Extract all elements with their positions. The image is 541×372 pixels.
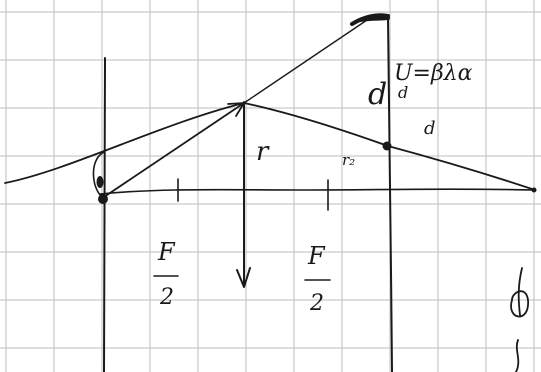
label-f-right: F [307,242,326,270]
half-height-point [382,141,392,151]
label-f-left: F [157,238,176,266]
edge-squiggle [510,267,529,372]
center-axis-arrow [236,101,251,288]
axis-origin-point [98,194,108,204]
label-d-under: d [398,83,408,102]
optical-axis [99,188,536,195]
right-vertical-line [387,17,393,372]
label-2-right: 2 [309,291,324,316]
envelope-line [4,102,536,191]
label-d-left: d [368,77,387,112]
label-r2: r₂ [342,151,355,169]
top-arrowhead [350,13,390,26]
label-2-left: 2 [159,285,174,310]
refracted-ray [243,17,371,104]
left-vertical-line [103,57,106,372]
label-d-right: d [424,118,436,139]
incident-ray [103,102,245,198]
axis-end-point [531,187,537,193]
label-equation: U=βλα [394,61,473,86]
left-line-dot [96,176,104,188]
label-r: r [256,137,270,167]
